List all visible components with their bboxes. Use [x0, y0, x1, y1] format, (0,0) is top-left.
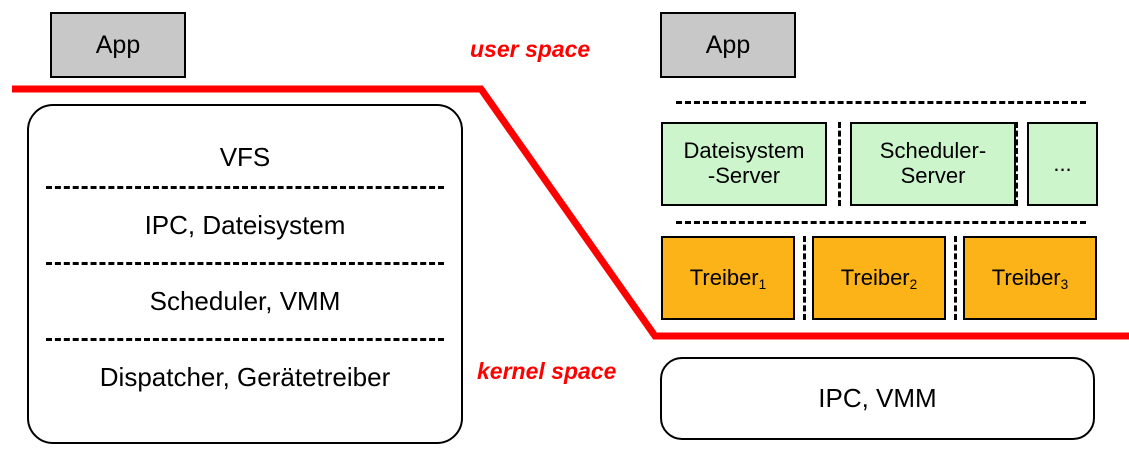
microkernel-server-filesystem-label: Dateisystem -Server [683, 138, 805, 188]
microkernel-app-box: App [660, 12, 796, 78]
microkernel-server-more-label: ... [1053, 150, 1072, 176]
microkernel-core-box: IPC, VMM [660, 357, 1095, 440]
microkernel-driver-1-name: Treiber [689, 264, 759, 290]
microkernel-server-top-divider [676, 101, 1086, 104]
monolithic-app-label: App [95, 31, 141, 59]
monolithic-layer-ipc-fs: IPC, Dateisystem [29, 194, 461, 258]
microkernel-driver-1-index: 1 [758, 277, 767, 293]
microkernel-core-label: IPC, VMM [818, 382, 937, 413]
microkernel-driver-divider-2 [954, 236, 957, 320]
monolithic-kernel-box: VFS IPC, Dateisystem Scheduler, VMM Disp… [27, 104, 463, 444]
microkernel-driver-1-label: Treiber1 [689, 264, 767, 293]
monolithic-divider-2 [46, 262, 444, 265]
microkernel-driver-2-index: 2 [909, 277, 918, 293]
microkernel-server-more: ... [1027, 122, 1098, 206]
kernel-space-text: kernel space [477, 358, 617, 384]
microkernel-driver-3-index: 3 [1060, 277, 1069, 293]
microkernel-driver-3-label: Treiber3 [991, 264, 1069, 293]
monolithic-divider-3 [46, 338, 444, 341]
microkernel-server-divider-1 [838, 122, 841, 206]
monolithic-layer-dispatcher-drivers-label: Dispatcher, Gerätetreiber [99, 362, 391, 393]
monolithic-layer-scheduler-vmm-label: Scheduler, VMM [149, 286, 341, 317]
microkernel-driver-3-name: Treiber [991, 264, 1061, 290]
microkernel-driver-2: Treiber2 [812, 236, 946, 320]
monolithic-layer-dispatcher-drivers: Dispatcher, Gerätetreiber [29, 346, 461, 410]
microkernel-server-scheduler-label: Scheduler- Server [879, 138, 987, 188]
microkernel-server-divider-2 [1015, 122, 1018, 206]
monolithic-layer-vfs-label: VFS [219, 142, 271, 173]
user-space-label: user space [470, 36, 590, 63]
microkernel-driver-3: Treiber3 [963, 236, 1097, 320]
microkernel-driver-divider-1 [803, 236, 806, 320]
monolithic-layer-vfs: VFS [29, 128, 461, 188]
monolithic-layer-ipc-fs-label: IPC, Dateisystem [144, 210, 346, 241]
monolithic-app-box: App [50, 12, 186, 78]
monolithic-layer-scheduler-vmm: Scheduler, VMM [29, 270, 461, 334]
microkernel-driver-1: Treiber1 [661, 236, 795, 320]
microkernel-server-scheduler: Scheduler- Server [850, 122, 1016, 206]
microkernel-driver-2-name: Treiber [840, 264, 910, 290]
microkernel-server-filesystem: Dateisystem -Server [661, 122, 827, 206]
kernel-space-label: kernel space [477, 358, 616, 385]
microkernel-app-label: App [705, 31, 751, 59]
microkernel-driver-2-label: Treiber2 [840, 264, 918, 293]
microkernel-server-bottom-divider [676, 221, 1086, 224]
monolithic-divider-1 [46, 186, 444, 189]
user-space-text: user space [470, 36, 591, 62]
